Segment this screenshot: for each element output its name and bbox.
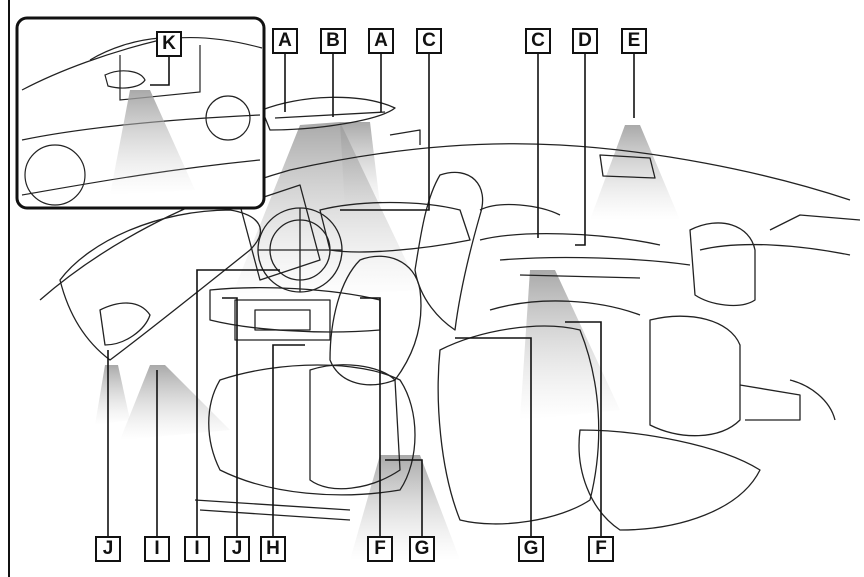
callout-label-h: H: [260, 536, 286, 562]
callout-label-e: E: [621, 28, 647, 54]
callout-label-f: F: [588, 536, 614, 562]
callout-label-k: K: [156, 31, 182, 57]
callout-label-a: A: [272, 28, 298, 54]
callout-label-b: B: [320, 28, 346, 54]
callout-label-d: D: [572, 28, 598, 54]
callout-label-a: A: [368, 28, 394, 54]
callout-label-j: J: [95, 536, 121, 562]
callout-label-i: I: [144, 536, 170, 562]
callout-label-f: F: [367, 536, 393, 562]
callout-label-i: I: [184, 536, 210, 562]
callout-label-j: J: [224, 536, 250, 562]
callout-label-g: G: [409, 536, 435, 562]
callout-label-g: G: [518, 536, 544, 562]
callout-label-c: C: [525, 28, 551, 54]
exterior-inset-panel: [17, 18, 264, 208]
callout-label-c: C: [416, 28, 442, 54]
